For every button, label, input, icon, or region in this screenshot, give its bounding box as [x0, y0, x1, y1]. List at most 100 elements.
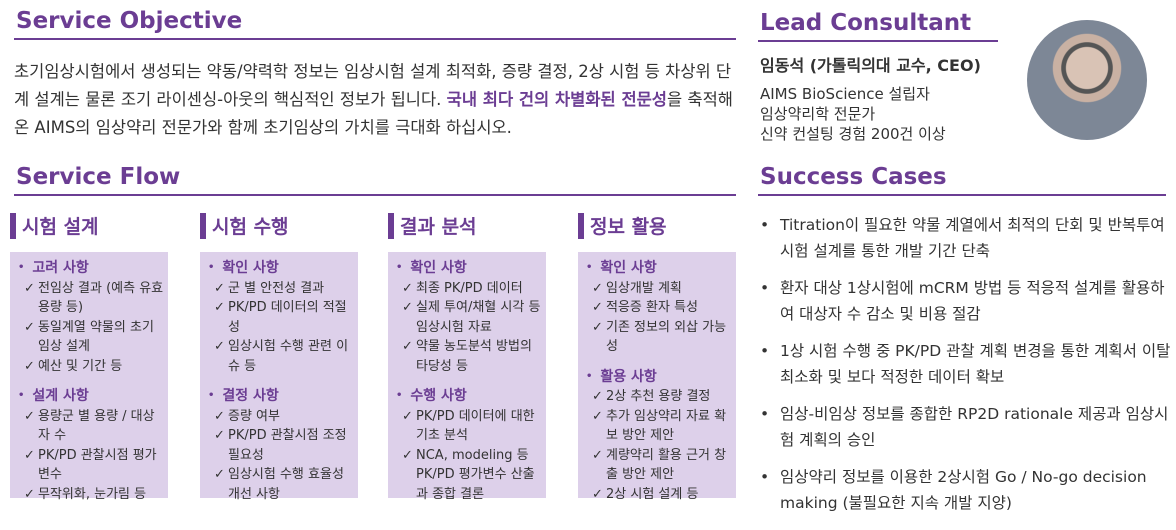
service-objective-heading: Service Objective	[14, 8, 736, 40]
check-item: ✓임상시험 수행 관련 이슈 등	[204, 337, 354, 376]
check-item-text: 무작위화, 눈가림 등	[38, 486, 147, 502]
check-item: ✓최종 PK/PD 데이터	[392, 279, 542, 299]
section-heading: •수행 사항	[396, 388, 467, 404]
flow-column-box: •고려 사항✓전임상 결과 (예측 유효 용량 등)✓동일계열 약물의 초기임상…	[10, 252, 168, 502]
section-heading: •확인 사항	[396, 260, 467, 276]
section-heading-text: 확인 사항	[600, 260, 657, 276]
check-icon: ✓	[402, 447, 413, 463]
check-icon: ✓	[24, 358, 35, 374]
consultant-info: 임동석 (가톨릭의대 교수, CEO) AIMS BioScience 설립자 …	[760, 56, 981, 144]
check-item: ✓2상 추천 용량 결정	[582, 387, 732, 407]
check-item: ✓PK/PD 관찰시점 조정 필요성	[204, 426, 354, 465]
section-heading-text: 확인 사항	[222, 260, 279, 276]
check-icon: ✓	[592, 486, 603, 502]
check-item: ✓임상개발 계획	[582, 279, 732, 299]
check-item-text: 실제 투여/채혈 시각 등 임상시험 자료	[416, 300, 541, 335]
section-heading: •고려 사항	[18, 260, 89, 276]
check-item-text: 적응증 환자 특성	[606, 300, 698, 315]
check-icon: ✓	[24, 447, 35, 463]
title-bar	[388, 212, 394, 239]
check-icon: ✓	[592, 408, 603, 424]
flow-column-box: •확인 사항✓임상개발 계획✓적응증 환자 특성✓기존 정보의 외삽 가능성•활…	[578, 252, 736, 502]
check-icon: ✓	[592, 280, 603, 296]
check-item-text: 약물 농도분석 방법의 타당성 등	[416, 339, 532, 374]
objective-highlight: 국내 최다 건의 차별화된 전문성	[446, 90, 667, 109]
title-bar	[200, 212, 206, 239]
check-item-text: 추가 임상약리 자료 확보 방안 제안	[606, 408, 727, 444]
consultant-line: 임상약리학 전문가	[760, 105, 876, 123]
section-heading-text: 수행 사항	[410, 388, 467, 404]
check-item: ✓실제 투여/채혈 시각 등 임상시험 자료	[392, 298, 542, 337]
consultant-line: 신약 컨설팅 경험 200건 이상	[760, 125, 946, 143]
flow-column-title: 정보 활용	[578, 212, 667, 239]
check-item-text: 계량약리 활용 근거 창출 방안 제안	[606, 447, 727, 483]
flow-column-box: •확인 사항✓최종 PK/PD 데이터✓실제 투여/채혈 시각 등 임상시험 자…	[388, 252, 546, 502]
check-item: ✓PK/PD 데이터의 적절성	[204, 298, 354, 337]
check-item: ✓적응증 환자 특성	[582, 298, 732, 318]
case-item: Titration이 필요한 약물 계열에서 최적의 단회 및 반복투여 시험 …	[760, 212, 1172, 264]
check-icon: ✓	[214, 428, 225, 443]
check-item: ✓NCA, modeling 등 PK/PD 평가변수 산출과 종합 결론	[392, 446, 542, 505]
section-heading-text: 결정 사항	[222, 388, 279, 404]
consultant-line: AIMS BioScience 설립자	[760, 85, 930, 103]
check-item-text: 군 별 안전성 결과	[228, 280, 325, 296]
check-item: ✓계량약리 활용 근거 창출 방안 제안	[582, 446, 732, 485]
check-item-text: 임상시험 수행 효율성 개선 사항	[228, 467, 344, 502]
check-item-text: 기존 정보의 외삽 가능성	[606, 319, 727, 355]
check-icon: ✓	[402, 408, 413, 424]
check-item-text: 임상시험 수행 관련 이슈 등	[228, 339, 349, 374]
flow-column-title: 시험 수행	[200, 212, 289, 239]
check-icon: ✓	[592, 319, 603, 335]
check-item-text: 증량 여부	[228, 408, 280, 424]
check-item-text: PK/PD 데이터의 적절성	[228, 300, 347, 335]
flow-column-title: 결과 분석	[388, 212, 477, 239]
case-item: 임상약리 정보를 이용한 2상시험 Go / No-go decision ma…	[760, 464, 1172, 516]
check-item-text: 최종 PK/PD 데이터	[416, 280, 523, 296]
check-item-text: 2상 시험 설계 등	[606, 486, 699, 502]
section-heading: •설계 사항	[18, 388, 89, 404]
success-cases-heading: Success Cases	[758, 164, 1166, 196]
column-title-text: 결과 분석	[400, 216, 477, 238]
check-item: ✓추가 임상약리 자료 확보 방안 제안	[582, 407, 732, 446]
title-bar	[10, 212, 16, 239]
section-heading-text: 확인 사항	[410, 260, 467, 276]
check-item: ✓예산 및 기간 등	[14, 357, 164, 377]
check-icon: ✓	[402, 339, 413, 354]
section-heading-text: 활용 사항	[600, 368, 657, 385]
check-item: ✓증량 여부	[204, 407, 354, 427]
section-heading: •결정 사항	[208, 388, 279, 404]
check-item: ✓군 별 안전성 결과	[204, 279, 354, 299]
check-icon: ✓	[592, 389, 603, 404]
section-heading-text: 고려 사항	[32, 260, 89, 276]
check-item: ✓동일계열 약물의 초기임상 설계	[14, 318, 164, 357]
case-item: 임상-비임상 정보를 종합한 RP2D rationale 제공과 임상시험 계…	[760, 401, 1172, 453]
section-heading: •활용 사항	[586, 368, 657, 385]
title-bar	[578, 212, 584, 239]
check-item-text: 동일계열 약물의 초기임상 설계	[38, 319, 154, 355]
objective-text-end: 을 축적해 온 AIMS의 임상약리 전문가와 함께 초기임상의 가치를 극대화…	[14, 90, 733, 137]
check-item: ✓PK/PD 데이터에 대한 기초 분석	[392, 407, 542, 446]
check-item-text: PK/PD 데이터에 대한 기초 분석	[416, 408, 535, 444]
section-heading: •확인 사항	[586, 260, 657, 276]
flow-column-title: 시험 설계	[10, 212, 99, 239]
column-title-text: 정보 활용	[590, 216, 667, 238]
flow-column-box: •확인 사항✓군 별 안전성 결과✓PK/PD 데이터의 적절성✓임상시험 수행…	[200, 252, 358, 502]
check-icon: ✓	[24, 280, 35, 296]
check-icon: ✓	[402, 280, 413, 296]
consultant-name: 임동석 (가톨릭의대 교수, CEO)	[760, 56, 981, 75]
check-item-text: 2상 추천 용량 결정	[606, 389, 711, 404]
case-item: 환자 대상 1상시험에 mCRM 방법 등 적응적 설계를 활용하여 대상자 수…	[760, 275, 1172, 327]
check-item-text: NCA, modeling 등 PK/PD 평가변수 산출과 종합 결론	[416, 447, 535, 502]
section-heading-text: 설계 사항	[32, 388, 89, 404]
check-item: ✓임상시험 수행 효율성 개선 사항	[204, 465, 354, 504]
check-item: ✓전임상 결과 (예측 유효 용량 등)	[14, 279, 164, 318]
check-icon: ✓	[24, 319, 35, 335]
check-item-text: 임상개발 계획	[606, 280, 682, 296]
check-item: ✓약물 농도분석 방법의 타당성 등	[392, 337, 542, 376]
check-item: ✓용량군 별 용량 / 대상자 수	[14, 407, 164, 446]
check-item-text: 용량군 별 용량 / 대상자 수	[38, 408, 155, 444]
objective-paragraph: 초기임상시험에서 생성되는 약동/약력학 정보는 임상시험 설계 최적화, 증량…	[14, 58, 739, 142]
column-title-text: 시험 수행	[212, 216, 289, 238]
consultant-photo	[1027, 20, 1147, 140]
check-icon: ✓	[214, 408, 225, 424]
